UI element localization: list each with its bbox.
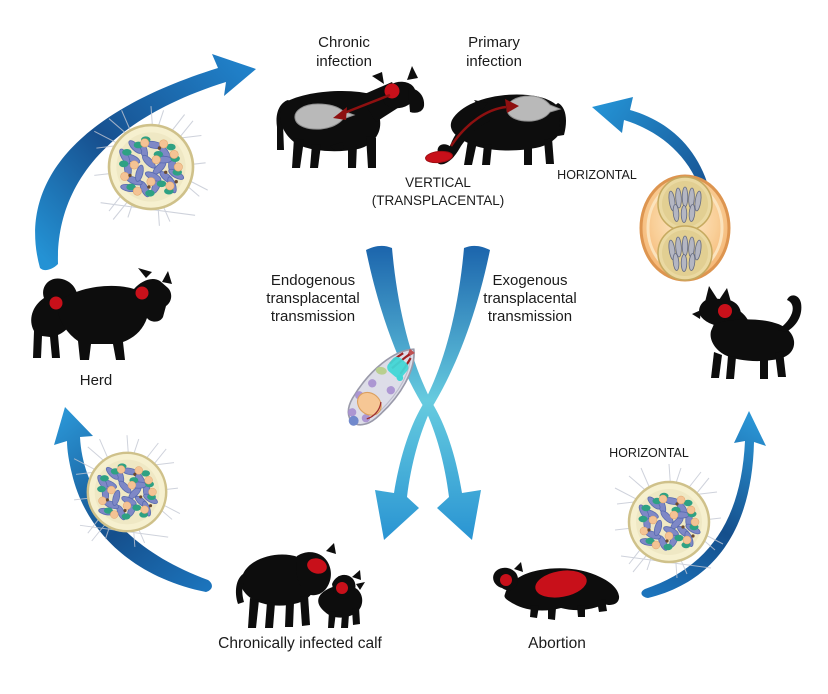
label-herd: Herd	[79, 372, 113, 389]
arrow-calf-to-herd	[54, 407, 212, 592]
cow-calf-illustration	[235, 543, 365, 628]
label-endogenous-transmission: Endogenous transplacental transmission	[266, 272, 360, 325]
label-horizontal-bottom: HORIZONTAL	[609, 446, 689, 460]
oocyst-illustration	[639, 174, 731, 282]
infection-site-dot	[135, 286, 149, 300]
label-vertical-transplacental: VERTICAL (TRANSPLACENTAL)	[371, 175, 505, 208]
infection-site-area	[535, 570, 587, 598]
infection-site-dot	[49, 296, 63, 310]
herd-illustration	[31, 268, 172, 360]
tissue-cyst-bottom-left	[72, 433, 182, 549]
arrow-abortion-to-dog	[641, 411, 766, 598]
label-horizontal-top: HORIZONTAL	[557, 168, 637, 182]
dog-illustration	[692, 286, 802, 379]
arrow-exogenous-path	[375, 245, 490, 541]
infection-site-dot	[500, 574, 512, 586]
label-abortion: Abortion	[528, 635, 586, 652]
abortion-fetus-illustration	[493, 562, 620, 620]
arrow-endogenous-path	[366, 245, 481, 541]
red-transmission-arrow-primary	[449, 99, 519, 147]
infection-site-dot	[336, 582, 348, 594]
ingested-material-icon	[425, 150, 453, 164]
primary-cow-illustration	[425, 94, 566, 165]
uterus-icon	[294, 103, 356, 130]
chronic-cow-illustration	[276, 66, 425, 168]
infection-site-dot	[718, 304, 732, 318]
arrow-oocyst-to-primary-cow	[592, 97, 712, 205]
arrow-herd-to-chronic-cow	[35, 54, 256, 271]
label-chronic-infection: Chronic infection	[316, 34, 372, 70]
label-exogenous-transmission: Exogenous transplacental transmission	[483, 272, 577, 325]
label-chronically-infected-calf: Chronically infected calf	[218, 635, 382, 652]
red-transmission-arrow-chronic	[333, 93, 391, 120]
infection-site-dot	[307, 558, 327, 574]
label-primary-infection: Primary infection	[466, 34, 522, 70]
